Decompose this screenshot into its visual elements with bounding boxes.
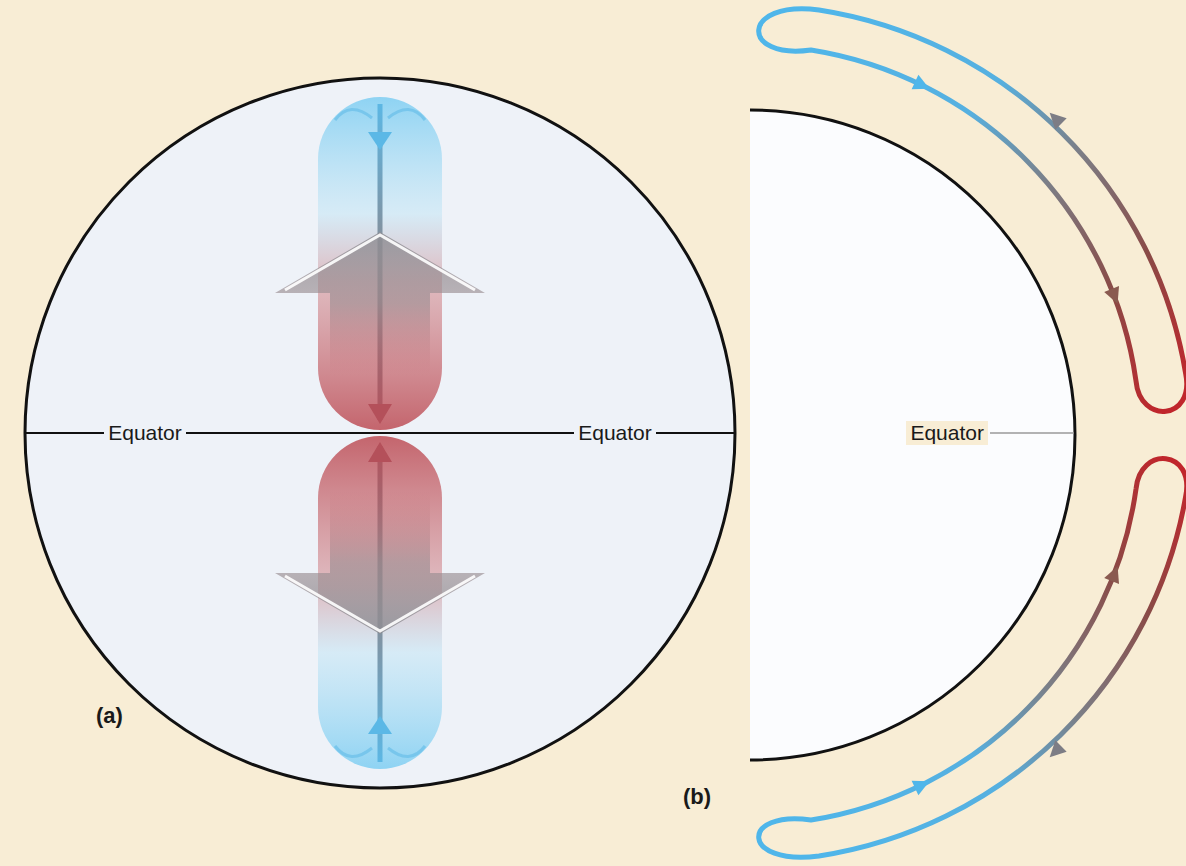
part-letter: (a) — [96, 704, 123, 728]
part-letter: (b) — [683, 785, 711, 809]
equator-label: Equator — [104, 421, 186, 445]
equator-label: Equator — [906, 421, 988, 445]
equator-label: Equator — [574, 421, 656, 445]
